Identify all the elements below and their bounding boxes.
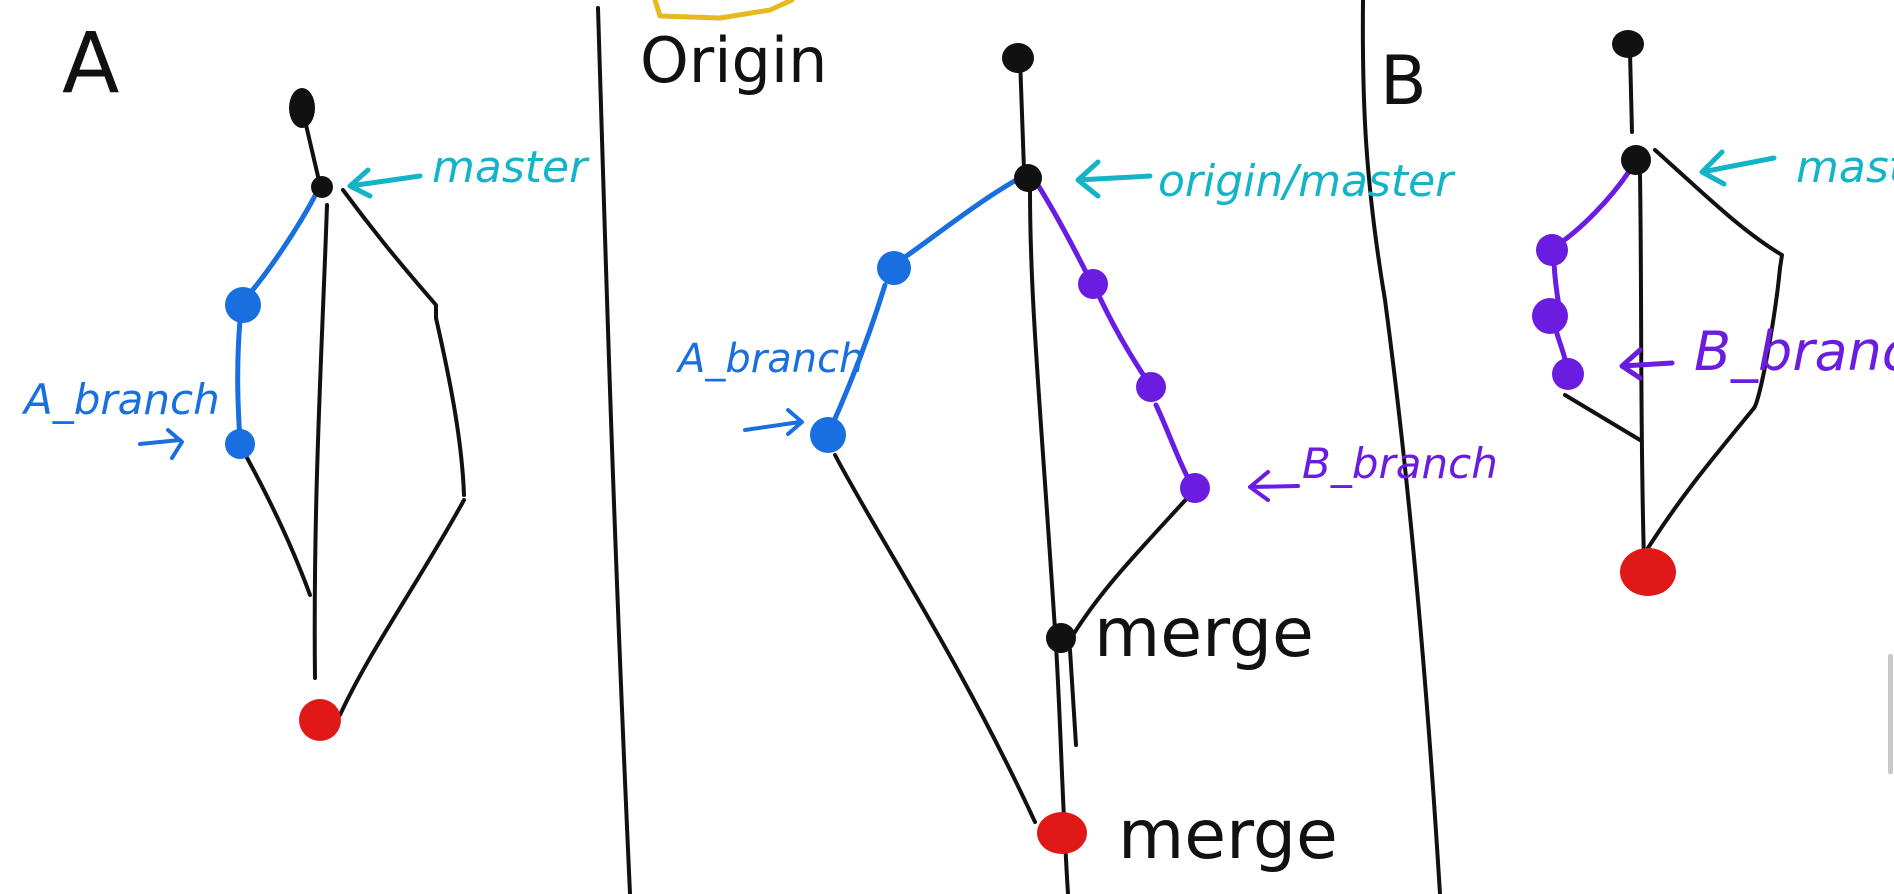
master-label: master [1796,142,1894,193]
purple-edge [1033,179,1093,283]
commit-node[interactable] [1552,358,1584,390]
a-branch-label: A_branch [675,336,864,382]
commit-node[interactable] [1078,269,1108,299]
commit-node[interactable] [1612,30,1644,58]
purple-edge [1153,402,1193,485]
commit-node[interactable] [1180,473,1210,503]
panel-origin: Origin origin/master A_branch B_branch m… [640,24,1498,894]
edge [341,188,466,497]
blue-edge [243,187,321,301]
commit-node[interactable] [311,176,333,198]
edge [238,443,312,597]
commit-node[interactable] [877,251,911,285]
commit-node[interactable] [1002,43,1034,73]
arrow-icon [1075,159,1153,199]
purple-edge [1553,167,1633,249]
commit-node[interactable] [1014,164,1042,192]
origin-master-label: origin/master [1158,156,1456,207]
master-label: master [432,142,590,193]
arrow-icon [1699,149,1777,187]
scrollbar-thumb[interactable] [1888,654,1893,774]
panel-origin-title: Origin [640,24,827,97]
divider-left [596,6,632,894]
edge [1628,50,1634,134]
panel-b: B master B_branch [1380,30,1894,596]
merge-node[interactable] [1037,812,1087,854]
merge-node[interactable] [1046,623,1076,653]
commit-node[interactable] [810,417,846,453]
divider-right [1360,0,1442,894]
commit-node[interactable] [1532,298,1568,334]
edge [833,453,1037,824]
edge [312,203,329,680]
blue-edge [235,317,243,443]
commit-node[interactable] [1536,234,1568,266]
panel-a: A master A_branch [21,14,590,741]
merge-label: merge [1118,796,1338,875]
commit-node[interactable] [225,429,255,459]
edge [1068,493,1192,642]
commit-node[interactable] [289,88,315,128]
merge-label: merge [1094,594,1314,673]
edge [1563,393,1642,442]
edge [1638,173,1646,562]
edge [1068,648,1078,747]
commit-node[interactable] [1136,372,1166,402]
b-branch-label: B_branch [1694,320,1894,383]
edge [1028,188,1070,894]
arrow-icon [138,428,184,460]
a-branch-label: A_branch [21,375,220,424]
arrow-icon [1248,470,1300,502]
b-branch-label: B_branch [1302,439,1498,488]
merge-node[interactable] [1620,548,1676,596]
edge [338,498,466,717]
panel-b-title: B [1380,42,1427,121]
commit-node[interactable] [225,287,261,323]
yellow-scribble [652,0,795,21]
arrow-icon [347,167,423,199]
panel-a-title: A [62,14,119,112]
merge-node[interactable] [299,699,341,741]
arrow-icon [743,408,804,436]
blue-edge [827,282,888,433]
edge [1653,148,1784,410]
arrow-icon [1619,347,1675,381]
purple-edge [1097,295,1153,388]
commit-node[interactable] [1621,145,1651,175]
edge [1646,406,1756,550]
blue-edge [895,175,1023,265]
edge [1018,56,1026,172]
